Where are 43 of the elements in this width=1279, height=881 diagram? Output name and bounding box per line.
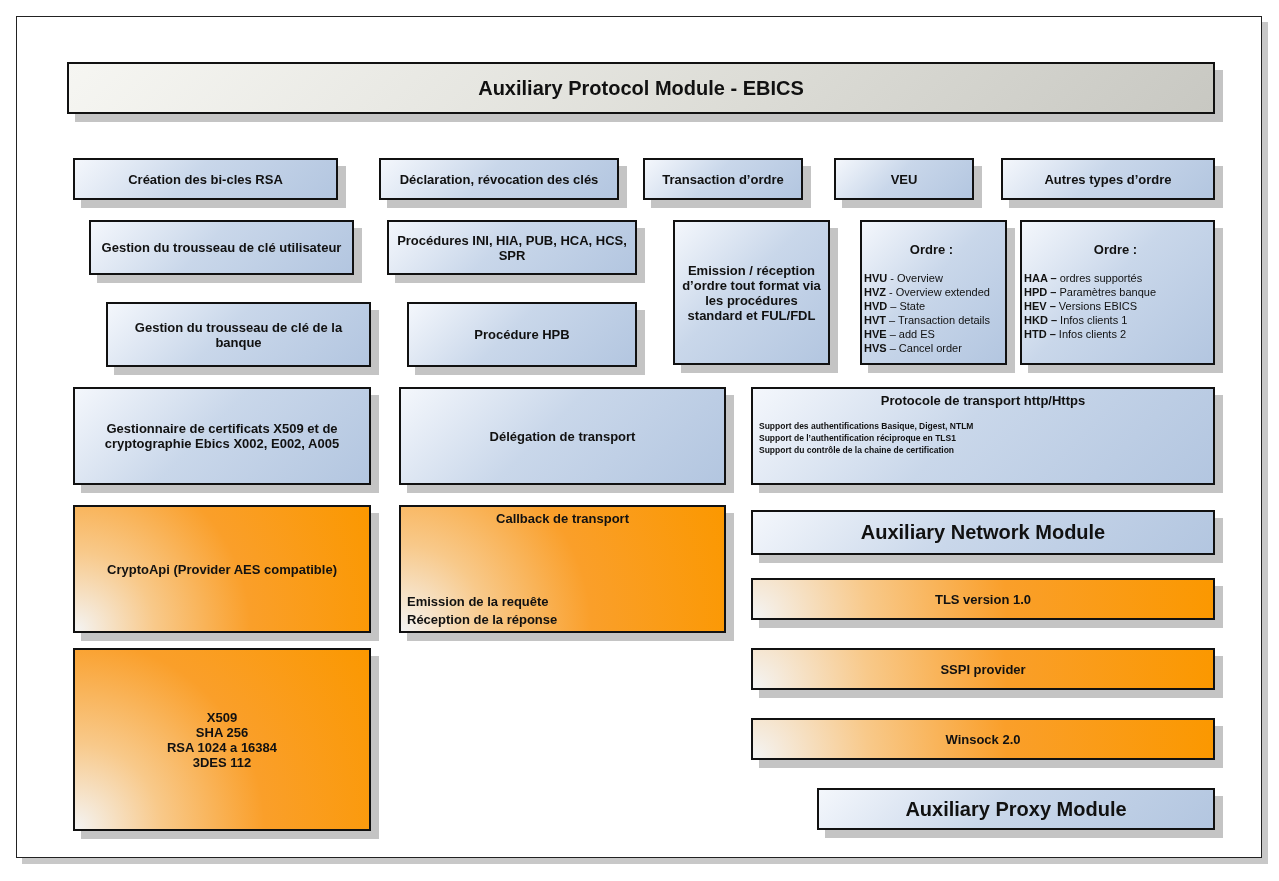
box-heading: Création des bi-cles RSA (127, 171, 284, 187)
order-code-line: HVZ - Overview extended (864, 285, 991, 299)
order-code-line: HEV – Versions EBICS (1024, 299, 1139, 313)
box-text: SHA 256 (194, 724, 250, 740)
order-code-line: HAA – ordres supportés (1024, 271, 1144, 285)
order-code-line: HVD – State (864, 299, 927, 313)
order-code-line: HTD – Infos clients 2 (1024, 327, 1128, 341)
box-heading: TLS version 1.0 (933, 591, 1033, 607)
box-heading: Délégation de transport (488, 428, 637, 444)
box-heading: Auxiliary Proxy Module (904, 797, 1128, 821)
order-code-line: HVT – Transaction details (864, 313, 991, 327)
box-heading: Autres types d’ordre (1043, 171, 1173, 187)
box-heading: CryptoApi (Provider AES compatible) (106, 561, 338, 577)
box-text: Support du contrôle de la chaine de certification (759, 444, 956, 456)
box-text: Emission de la requête (407, 593, 550, 611)
box-heading: Emission / réception d’ordre tout format via les procédures standard et FUL/FDL (681, 262, 822, 323)
box-text: Support de l’authentification réciproque en TLS1 (759, 432, 957, 444)
box-heading: Callback de transport (495, 511, 630, 526)
box-heading: Auxiliary Network Module (859, 521, 1107, 544)
box-text: 3DES 112 (191, 754, 253, 770)
box-heading: Gestion du trousseau de clé de la banque (133, 319, 344, 350)
box-heading: Gestion du trousseau de clé utilisateur (100, 240, 343, 255)
box-heading: Procédures INI, HIA, PUB, HCA, HCS, SPR (396, 232, 628, 263)
box-heading: Ordre : (908, 242, 955, 257)
box-heading: Ordre : (1092, 242, 1139, 257)
box-heading: Auxiliary Protocol Module - EBICS (477, 76, 805, 100)
box-heading: Transaction d’ordre (661, 171, 785, 187)
box-text: Réception de la réponse (407, 611, 559, 629)
box-heading: Protocole de transport http/Https (879, 393, 1087, 408)
box-text: RSA 1024 a 16384 (165, 739, 279, 755)
box-text: Support des authentifications Basique, Digest, NTLM (759, 420, 975, 432)
order-code-line: HVS – Cancel order (864, 341, 963, 355)
box-heading: X509 (205, 709, 239, 725)
box-heading: Déclaration, révocation des clés (398, 171, 600, 187)
box-heading: Winsock 2.0 (944, 731, 1022, 747)
order-code-line: HVE – add ES (864, 327, 936, 341)
box-heading: Gestionnaire de certificats X509 et de cryptographie Ebics X002, E002, A005 (103, 421, 341, 451)
order-code-line: HVU - Overview (864, 271, 944, 285)
order-code-line: HPD – Paramètres banque (1024, 285, 1158, 299)
order-code-line: HKD – Infos clients 1 (1024, 313, 1129, 327)
box-heading: VEU (889, 171, 919, 187)
box-heading: Procédure HPB (473, 327, 571, 342)
box-heading: SSPI provider (939, 661, 1027, 677)
